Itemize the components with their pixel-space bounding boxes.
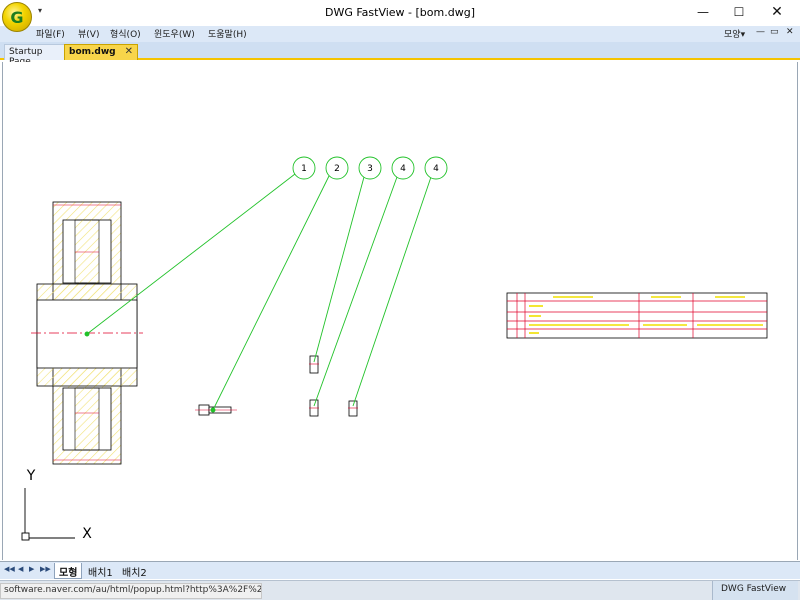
nut-part-b (309, 399, 319, 417)
leader-2-dot (210, 407, 216, 413)
doc-minimize-button[interactable]: — (756, 27, 765, 37)
balloon-2-label: 2 (334, 164, 340, 174)
bolt-part (195, 404, 237, 416)
nav-prev-icon[interactable]: ◀ (18, 565, 24, 573)
window-title: DWG FastView - [bom.dwg] (324, 6, 475, 19)
layout-tab-layout1[interactable]: 배치1 (88, 568, 113, 579)
layout-tab-bar: ◀◀ ◀ ▶ ▶▶ 모형 배치1 배치2 (0, 561, 800, 579)
balloon-3-circle (358, 156, 382, 180)
leader-2 (212, 175, 330, 411)
washer-body (348, 400, 358, 417)
layout-tab-layout2[interactable]: 배치2 (122, 568, 147, 579)
balloon-2[interactable]: 2 (325, 156, 349, 180)
tab-bom-label: bom.dwg (69, 47, 116, 57)
style-menu[interactable]: 모양▾ (724, 30, 746, 40)
status-bar: software.naver.com/au/html/popup.html?ht… (0, 580, 800, 600)
nut-a-body (309, 355, 319, 374)
doc-restore-button[interactable]: ▭ (770, 27, 779, 37)
minimize-button[interactable]: — (697, 5, 709, 19)
close-button[interactable]: ✕ (771, 4, 783, 20)
menu-bar: 파일(F) 뷰(V) 형식(O) 윈도우(W) 도움말(H) 모양▾ — ▭ ✕ (0, 26, 800, 42)
balloon-4a[interactable]: 4 (391, 156, 415, 180)
balloon-3[interactable]: 3 (358, 156, 382, 180)
app-logo-letter: G (10, 7, 24, 27)
washer-part (348, 400, 358, 417)
ucs-y-label: Y (26, 468, 36, 484)
leader-4a (313, 176, 398, 407)
balloon-4b-circle (424, 156, 448, 180)
nav-last-icon[interactable]: ▶▶ (40, 565, 51, 573)
title-bar: G ▾ DWG FastView - [bom.dwg] — ☐ ✕ (0, 0, 800, 32)
nav-next-icon[interactable]: ▶ (29, 565, 35, 573)
menu-window[interactable]: 윈도우(W) (154, 30, 195, 40)
balloon-1[interactable]: 1 (292, 156, 316, 180)
drawing-canvas[interactable]: 1 2 3 4 4 (2, 62, 798, 560)
tab-close-icon[interactable]: ✕ (124, 46, 133, 57)
maximize-button[interactable]: ☐ (733, 5, 745, 19)
bom-table-frame (506, 292, 768, 339)
balloon-4b[interactable]: 4 (424, 156, 448, 180)
gear-web-bottom (74, 387, 100, 451)
leader-4b (352, 176, 432, 407)
balloon-4b-label: 4 (433, 164, 439, 174)
balloon-4a-label: 4 (400, 164, 406, 174)
ucs-icon: X Y (21, 468, 92, 542)
bom-table[interactable] (506, 292, 768, 339)
gear-web-top (74, 219, 100, 284)
style-menu-label: 모양 (724, 30, 741, 40)
ucs-origin (21, 532, 30, 541)
balloon-1-label: 1 (301, 164, 307, 174)
cad-drawing: 1 2 3 4 4 (21, 156, 768, 542)
leader-1-dot (84, 331, 90, 337)
status-app-name: DWG FastView (712, 581, 798, 600)
layout-tab-model[interactable]: 모형 (54, 563, 83, 579)
app-logo-icon[interactable]: G (2, 2, 32, 32)
balloon-leaders (84, 173, 432, 413)
nav-first-icon[interactable]: ◀◀ (4, 565, 15, 573)
balloon-1-circle (292, 156, 316, 180)
nut-part-a (309, 355, 319, 374)
tab-bom-dwg[interactable]: bom.dwg ✕ (64, 44, 138, 60)
document-tab-bar: Startup Page bom.dwg ✕ (0, 42, 800, 67)
quick-access-dropdown-icon[interactable]: ▾ (38, 6, 43, 15)
menu-help[interactable]: 도움말(H) (208, 30, 247, 40)
ucs-x-label: X (82, 526, 92, 542)
balloon-2-circle (325, 156, 349, 180)
doc-close-button[interactable]: ✕ (786, 27, 794, 37)
tab-startup-page[interactable]: Startup Page (4, 44, 66, 67)
balloon-3-label: 3 (367, 164, 373, 174)
gear-section (31, 201, 143, 465)
menu-view[interactable]: 뷰(V) (78, 30, 100, 40)
leader-3 (313, 176, 365, 363)
menu-file[interactable]: 파일(F) (36, 30, 65, 40)
leader-1 (86, 173, 296, 335)
balloon-4a-circle (391, 156, 415, 180)
menu-format[interactable]: 형식(O) (110, 30, 141, 40)
status-url: software.naver.com/au/html/popup.html?ht… (0, 583, 262, 599)
